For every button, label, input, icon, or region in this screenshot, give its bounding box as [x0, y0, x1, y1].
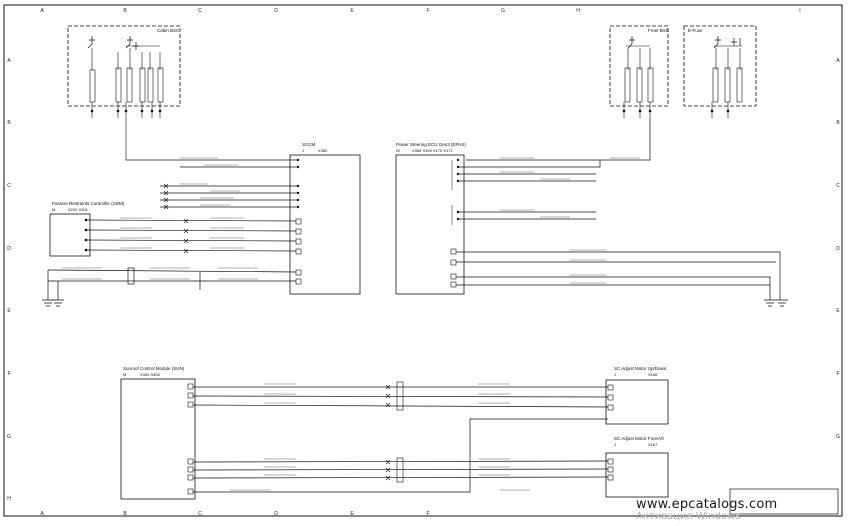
grid-row-right-a: A	[836, 58, 840, 64]
grid-row-right-e: E	[836, 308, 840, 314]
grid-col-bot-c: C	[198, 511, 202, 517]
cabin-bsc-title: Cabin BSC	[157, 28, 180, 33]
grid-col-top-c: C	[198, 8, 202, 14]
sccm-prefix: J	[302, 148, 304, 153]
sunroof-connectors: X404 X405	[140, 372, 161, 377]
motor-foreaft-module: SC Adjust Motor Fore/Aft J X167	[605, 436, 669, 498]
grid-row-left-d: D	[7, 246, 11, 252]
epas-title: Power Steering ECU Gen3 (EPAS)	[396, 142, 466, 147]
grid-row-right-f: F	[836, 371, 839, 377]
sunroof-module: Sunroof Control Module (SUN) M X404 X405	[120, 366, 196, 500]
grid-row-left-g: G	[7, 434, 11, 440]
grid-col-bot-d: D	[274, 511, 278, 517]
grid-col-top-i: I	[799, 8, 800, 14]
front-bsc-module: Front BSC	[609, 25, 670, 118]
sccm-module: SCCM J X380	[289, 142, 361, 295]
motor-foreaft-title: SC Adjust Motor Fore/Aft	[614, 436, 665, 441]
sdm-connectors: X200 X201	[68, 207, 89, 212]
grid-col-bot-b: B	[123, 511, 127, 517]
grid-col-bot-e: E	[350, 511, 354, 517]
sccm-title: SCCM	[302, 142, 316, 147]
wire-label-marks	[62, 157, 640, 491]
grid-col-bot-a: A	[40, 511, 44, 517]
grid-col-top-b: B	[123, 8, 127, 14]
epas-prefix: W	[396, 148, 400, 153]
grid-row-left-f: F	[7, 371, 10, 377]
page-frame	[3, 4, 843, 517]
grid-col-bot-f: F	[426, 511, 429, 517]
cabin-bsc-module: Cabin BSC	[67, 25, 181, 160]
grid-row-left-a: A	[7, 58, 11, 64]
motor-updown-module: SC Adjust Motor Up/Down J X166	[605, 366, 669, 425]
grid-col-top-e: E	[350, 8, 354, 14]
grid-col-top-h: H	[576, 8, 580, 14]
watermark-subtext: Активация Windows	[636, 511, 741, 521]
efuse-title: E-Fuse	[688, 28, 703, 33]
grid-row-right-b: B	[836, 120, 840, 126]
motor-foreaft-prefix: J	[614, 442, 616, 447]
front-bsc-title: Front BSC	[648, 28, 670, 33]
sunroof-motor-wires	[192, 386, 609, 493]
ground-bus-left	[42, 267, 297, 307]
motor-updown-connector: X166	[648, 372, 658, 377]
motor-updown-title: SC Adjust Motor Up/Down	[614, 366, 667, 371]
sccm-connector: X380	[318, 148, 328, 153]
motor-updown-prefix: J	[614, 372, 616, 377]
watermark: www.epcatalogs.com Активация Windows	[636, 497, 836, 521]
motor-foreaft-connector: X167	[648, 442, 658, 447]
grid-row-right-c: C	[836, 183, 840, 189]
grid-row-left-c: C	[7, 183, 11, 189]
grid-col-top-f: F	[426, 8, 429, 14]
sunroof-title: Sunroof Control Module (SUN)	[123, 366, 185, 371]
sdm-prefix: M	[52, 207, 55, 212]
epas-module: Power Steering ECU Gen3 (EPAS) W X368 X3…	[395, 142, 466, 295]
sunroof-prefix: M	[123, 372, 126, 377]
grid-row-left-h: H	[7, 496, 11, 502]
title-block	[729, 488, 839, 515]
epas-connectors: X368 X369 X170 X171	[412, 148, 453, 153]
front-feed-wire	[466, 118, 651, 161]
sdm-title: Passive Restraints Controller (SDM)	[52, 201, 125, 206]
grid-col-top-d: D	[274, 8, 278, 14]
sdm-module: Passive Restraints Controller (SDM) M X2…	[49, 201, 125, 257]
grid-row-left-e: E	[7, 308, 11, 314]
grid-col-top-g: G	[501, 8, 505, 14]
efuse-module: E-Fuse	[683, 25, 757, 118]
sdm-sccm-wires	[85, 166, 298, 252]
watermark-text: www.epcatalogs.com	[636, 497, 778, 512]
grid-row-left-b: B	[7, 120, 11, 126]
epas-wires	[456, 160, 788, 307]
grid-row-right-d: D	[836, 246, 840, 252]
grid-col-top-a: A	[40, 8, 44, 14]
grid-row-right-g: G	[836, 434, 840, 440]
